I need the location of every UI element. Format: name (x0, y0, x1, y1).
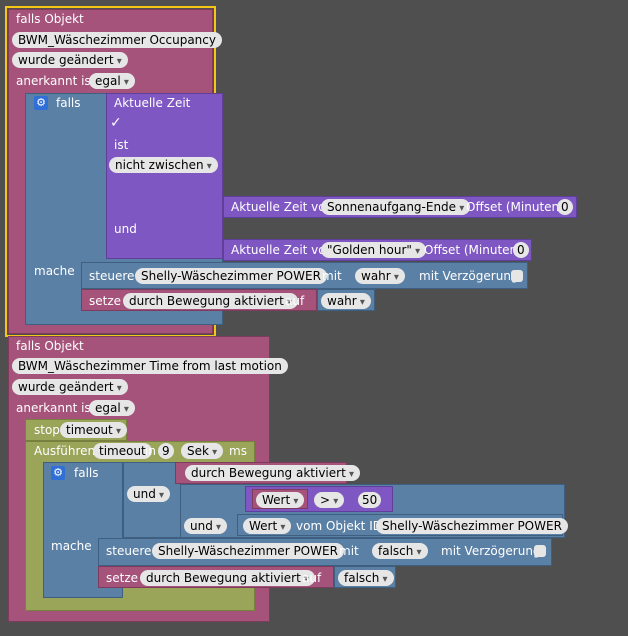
changed-dropdown[interactable]: wurde geändert (12, 52, 128, 68)
set-value-dropdown[interactable]: falsch (338, 570, 394, 586)
value2-dropdown[interactable]: Wert (243, 518, 292, 534)
delay-checkbox[interactable] (511, 270, 523, 282)
changed-dropdown[interactable]: wurde geändert (12, 379, 128, 395)
check-icon: ✓ (110, 115, 122, 131)
current-time-label: Aktuelle Zeit (114, 96, 191, 110)
time-between-block[interactable] (106, 93, 223, 259)
stop-timer-dropdown[interactable]: timeout (60, 422, 127, 438)
ack-label: anerkannt ist (16, 74, 96, 88)
ack-dropdown[interactable]: egal (89, 400, 135, 416)
control-label: steuere (89, 269, 135, 283)
object-id-field[interactable]: Shelly-Wäschezimmer POWER (376, 518, 568, 534)
with-label: mit (339, 544, 359, 558)
offset2-label: Offset (Minuten) (424, 243, 522, 257)
do-label: mache (51, 539, 92, 553)
object-field[interactable]: BWM_Wäschezimmer Time from last motion (12, 358, 288, 374)
and-label: und (114, 222, 137, 236)
gear-icon[interactable]: ⚙ (51, 466, 65, 480)
trigger-label: falls Objekt (16, 12, 84, 26)
control-target[interactable]: Shelly-Wäschezimmer POWER (152, 543, 344, 559)
trigger-label: falls Objekt (16, 339, 84, 353)
time1-label: Aktuelle Zeit von (231, 200, 334, 214)
control-value-dropdown[interactable]: wahr (355, 268, 405, 284)
offset1-label: Offset (Minuten) (466, 200, 564, 214)
run-timer-field[interactable]: timeout (93, 443, 152, 459)
time2-label: Aktuelle Zeit von (231, 243, 334, 257)
is-label: ist (114, 138, 129, 152)
ack-label: anerkannt ist (16, 401, 96, 415)
do-label: mache (34, 264, 75, 278)
delay-label: mit Verzögerung (419, 269, 519, 283)
value-dropdown[interactable]: Wert (256, 492, 305, 508)
with-label: mit (322, 269, 342, 283)
ms-label: ms (229, 444, 247, 458)
and-dropdown[interactable]: und (127, 486, 171, 502)
set-var-dropdown[interactable]: durch Bewegung aktiviert (140, 570, 315, 586)
set-label: setze (89, 294, 122, 308)
unit-dropdown[interactable]: Sek (181, 443, 224, 459)
and2-dropdown[interactable]: und (184, 518, 228, 534)
offset2-field[interactable]: 0 (513, 242, 529, 258)
control-value-dropdown[interactable]: falsch (372, 543, 428, 559)
set-value-dropdown[interactable]: wahr (321, 293, 371, 309)
if-label: falls (56, 96, 81, 110)
operator-dropdown[interactable]: > (314, 492, 345, 508)
if-label: falls (74, 466, 99, 480)
between-dropdown[interactable]: nicht zwischen (109, 157, 218, 173)
delay-field[interactable]: 9 (158, 443, 174, 459)
control-target[interactable]: Shelly-Wäschezimmer POWER (135, 268, 327, 284)
delay-checkbox[interactable] (534, 545, 546, 557)
from-object-label: vom Objekt ID (296, 519, 382, 533)
in-label: in (145, 444, 156, 458)
time1-dropdown[interactable]: Sonnenaufgang-Ende (321, 199, 471, 215)
ack-dropdown[interactable]: egal (89, 73, 135, 89)
var-dropdown[interactable]: durch Bewegung aktiviert (185, 465, 360, 481)
set-label: setze (106, 571, 139, 585)
run-label: Ausführen (34, 444, 96, 458)
offset1-field[interactable]: 0 (557, 199, 573, 215)
time2-dropdown[interactable]: "Golden hour" (321, 242, 427, 258)
to-label: auf (285, 294, 305, 308)
object-field[interactable]: BWM_Wäschezimmer Occupancy (12, 32, 222, 48)
gear-icon[interactable]: ⚙ (34, 96, 48, 110)
threshold-field[interactable]: 50 (358, 492, 382, 508)
control-label: steuere (106, 544, 152, 558)
delay-label: mit Verzögerung (441, 544, 541, 558)
to-label: auf (302, 571, 322, 585)
stop-label: stop (34, 423, 60, 437)
set-var-dropdown[interactable]: durch Bewegung aktiviert (123, 293, 298, 309)
